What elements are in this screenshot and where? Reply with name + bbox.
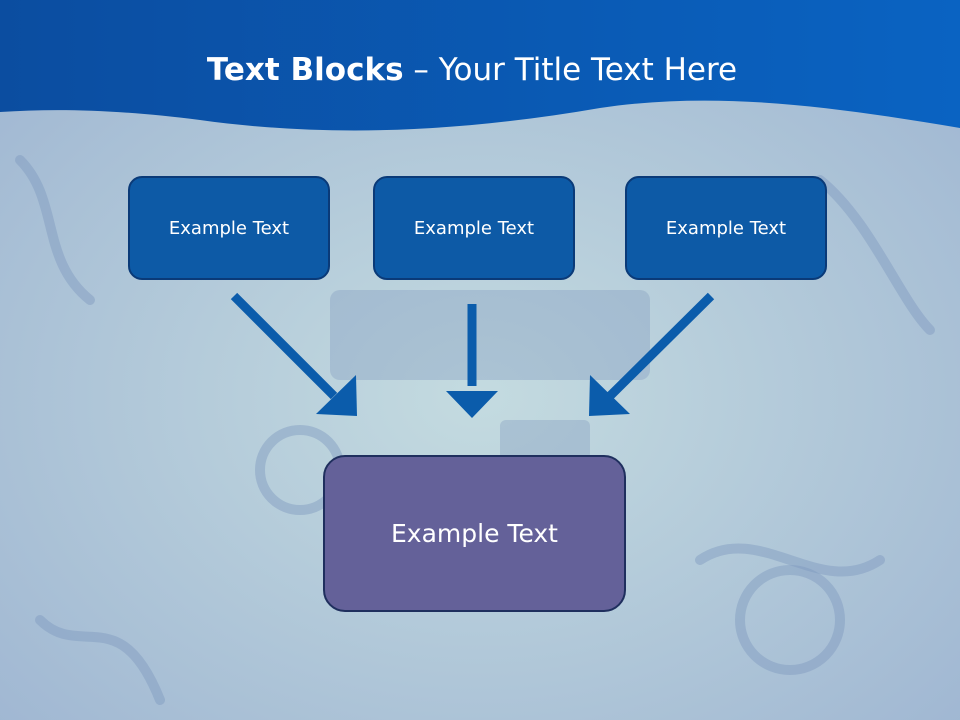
title-rest: Your Title Text Here bbox=[438, 52, 738, 88]
arrow-left-shaft bbox=[230, 292, 338, 400]
arrow-right-head bbox=[589, 375, 630, 416]
target-block[interactable]: Example Text bbox=[323, 455, 626, 612]
target-block-label: Example Text bbox=[391, 519, 558, 548]
text-block-2[interactable]: Example Text bbox=[373, 176, 575, 280]
text-block-1-label: Example Text bbox=[168, 217, 290, 239]
text-block-3[interactable]: Example Text bbox=[625, 176, 827, 280]
text-block-3-label: Example Text bbox=[665, 217, 787, 239]
arrow-middle-head bbox=[446, 391, 498, 418]
text-block-2-label: Example Text bbox=[413, 217, 535, 239]
arrow-left-head bbox=[316, 375, 357, 416]
slide-title: Text Blocks – Your Title Text Here bbox=[0, 52, 944, 88]
title-bold: Text Blocks bbox=[206, 52, 404, 88]
arrow-right-shaft bbox=[606, 292, 715, 400]
title-dash: – bbox=[403, 52, 439, 88]
text-block-1[interactable]: Example Text bbox=[128, 176, 330, 280]
